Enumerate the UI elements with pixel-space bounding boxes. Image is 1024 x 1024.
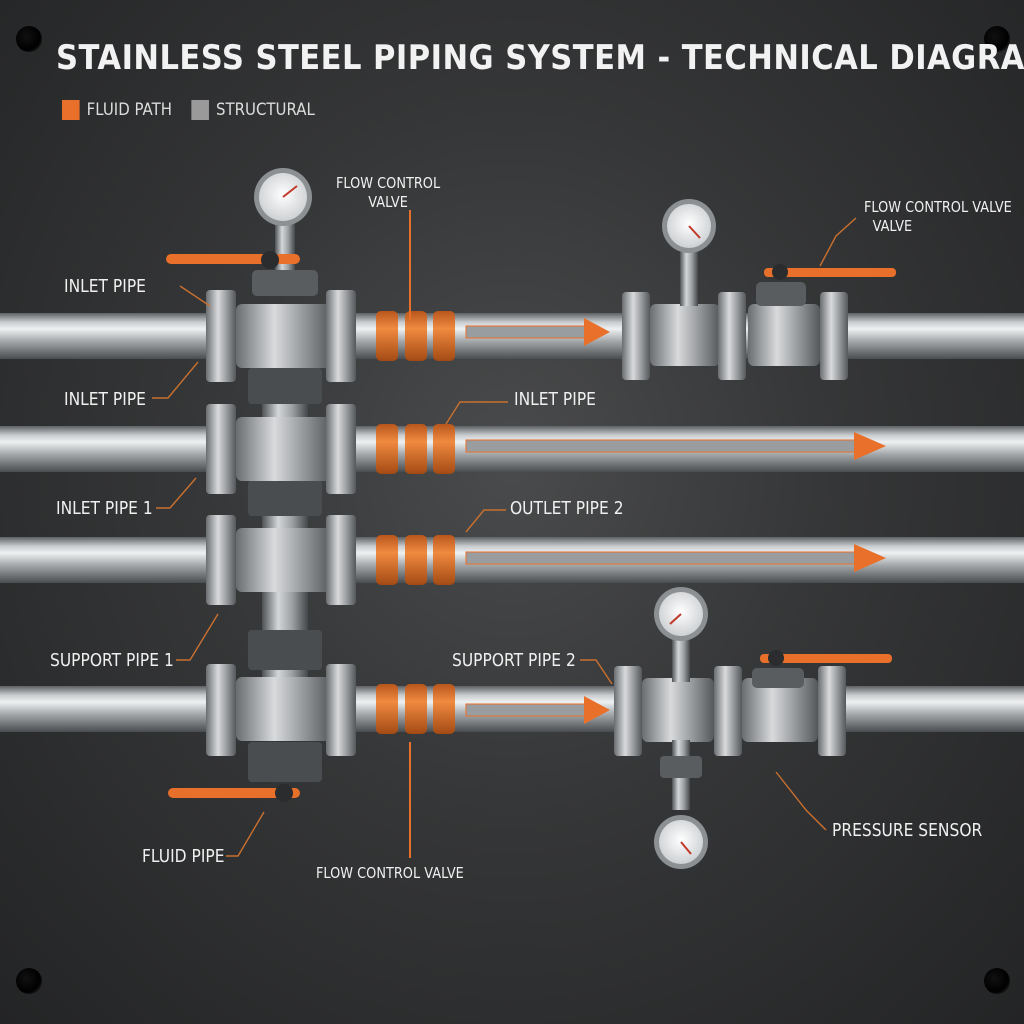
label-fluid-pipe: FLUID PIPE [142, 846, 225, 867]
label-flow-control-bottom: FLOW CONTROL VALVE [316, 864, 464, 882]
flow-arrow-icon [465, 318, 886, 724]
label-flow-control-top-line-1: FLOW CONTROL [336, 174, 441, 192]
legend-swatch-fluid-path [62, 100, 80, 120]
legend-swatch-structural [191, 100, 209, 120]
label-flow-control-right: FLOW CONTROL VALVE VALVE [864, 198, 1012, 236]
screw-icon [984, 26, 1010, 52]
label-pressure-sensor: PRESSURE SENSOR [832, 820, 983, 841]
legend-label-structural: STRUCTURAL [216, 100, 315, 120]
fluid-bands-row-4 [376, 684, 455, 734]
right-assembly-row-1 [622, 199, 896, 380]
label-flow-control-top-line-2: VALVE [368, 193, 408, 211]
label-inlet-pipe-c: INLET PIPE [514, 389, 596, 410]
legend: FLUID PATH STRUCTURAL [62, 100, 327, 120]
right-assembly-row-4 [614, 587, 892, 869]
bottom-valve-handle [168, 784, 300, 802]
label-flow-control-right-line-1: FLOW CONTROL VALVE [864, 198, 1012, 216]
label-inlet-pipe-a: INLET PIPE [64, 276, 146, 297]
label-inlet-pipe-1: INLET PIPE 1 [56, 498, 153, 519]
label-outlet-pipe-2: OUTLET PIPE 2 [510, 498, 624, 519]
screw-icon [984, 968, 1010, 994]
screw-icon [16, 26, 42, 52]
label-support-pipe-1: SUPPORT PIPE 1 [50, 650, 174, 671]
left-fittings [206, 290, 356, 756]
fluid-bands-row-2 [376, 424, 455, 474]
label-flow-control-right-line-2: VALVE [872, 217, 913, 235]
page-title: STAINLESS STEEL PIPING SYSTEM - TECHNICA… [56, 38, 1024, 78]
leader-lines [152, 210, 857, 858]
fluid-bands-row-3 [376, 535, 455, 585]
valve-handle-icon [166, 251, 300, 269]
fluid-bands-row-1 [376, 311, 455, 361]
screw-icon [16, 968, 42, 994]
label-flow-control-top: FLOW CONTROL VALVE [336, 174, 440, 212]
legend-label-fluid-path: FLUID PATH [86, 100, 172, 120]
pressure-gauge-icon [252, 168, 318, 296]
label-inlet-pipe-b: INLET PIPE [64, 389, 146, 410]
label-support-pipe-2: SUPPORT PIPE 2 [452, 650, 576, 671]
